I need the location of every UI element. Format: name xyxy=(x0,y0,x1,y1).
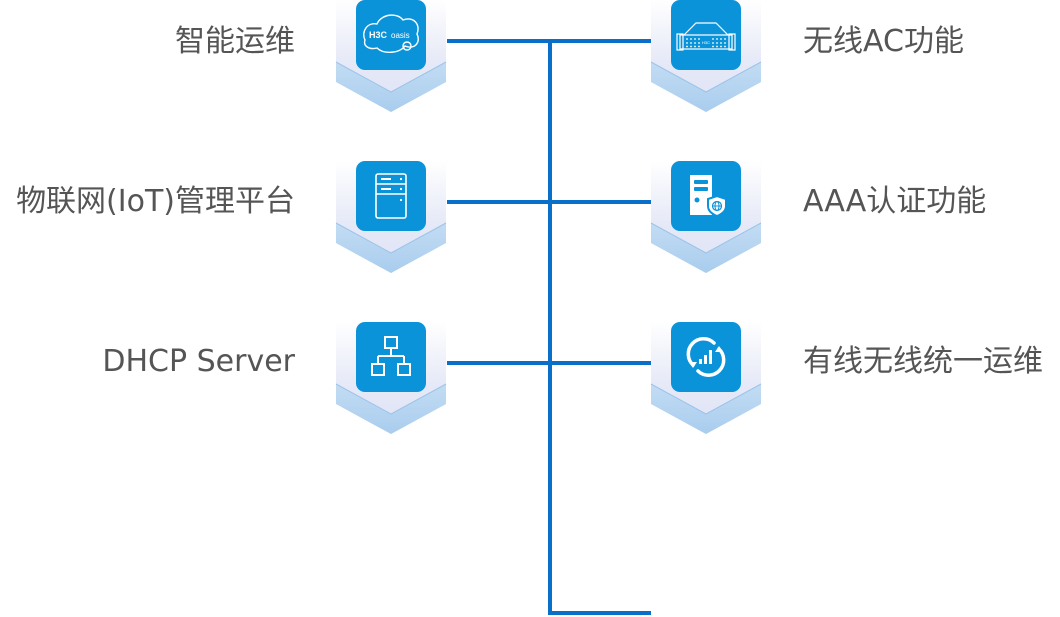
label-aaa-auth: AAA认证功能 xyxy=(803,184,987,219)
rack-device-icon: H3C xyxy=(671,0,741,70)
label-wireless-ac: 无线AC功能 xyxy=(803,24,964,59)
label-unified-ops: 有线无线统一运维 xyxy=(803,344,1043,379)
connector-left-2 xyxy=(447,200,551,204)
svg-text:oasis: oasis xyxy=(391,31,410,40)
server-shield-icon xyxy=(671,161,741,231)
connector-right-2 xyxy=(548,200,651,204)
badge-dhcp-server xyxy=(334,322,448,434)
connector-left-3 xyxy=(447,361,551,365)
badge-aaa-auth xyxy=(649,161,763,273)
svg-text:H3C: H3C xyxy=(369,30,388,40)
cloud-oasis-icon: H3C oasis xyxy=(356,0,426,70)
badge-unified-ops xyxy=(649,322,763,434)
server-cabinet-icon xyxy=(356,161,426,231)
label-smart-ops: 智能运维 xyxy=(175,24,295,59)
connector-right-1 xyxy=(548,39,651,43)
sync-chart-icon xyxy=(671,322,741,392)
svg-text:H3C: H3C xyxy=(702,40,710,45)
label-dhcp-server: DHCP Server xyxy=(102,344,295,379)
connector-left-1 xyxy=(447,39,551,43)
badge-smart-ops: H3C oasis xyxy=(334,0,448,112)
label-iot-platform: 物联网(IoT)管理平台 xyxy=(16,184,295,219)
trunk-bottom-line xyxy=(548,611,651,615)
trunk-vertical-line xyxy=(548,39,552,615)
connector-right-3 xyxy=(548,361,651,365)
network-topology-icon xyxy=(356,322,426,392)
badge-iot-platform xyxy=(334,161,448,273)
badge-wireless-ac: H3C xyxy=(649,0,763,112)
